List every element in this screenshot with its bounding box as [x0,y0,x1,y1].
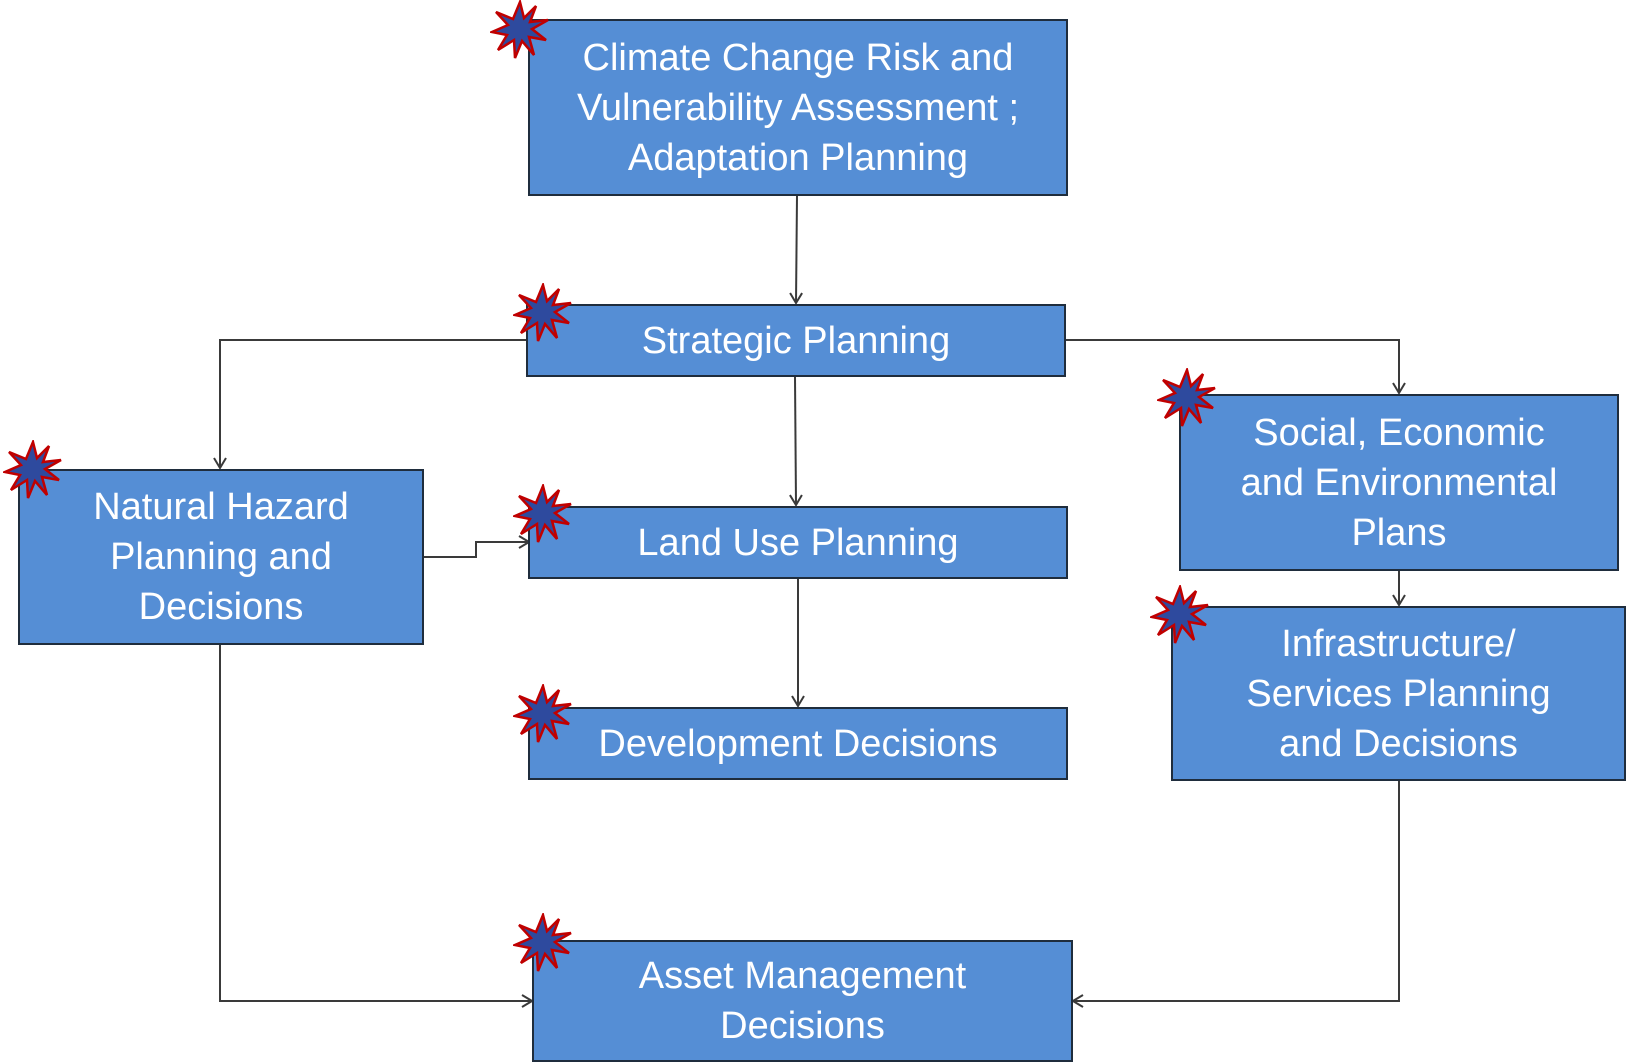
edge-natural-to-landuse [424,542,529,558]
edge-strategic-to-landuse [795,376,796,505]
starburst-icon [513,913,572,972]
node-land-use-planning: Land Use Planning [528,506,1068,579]
edge-natural-to-asset [219,645,532,1001]
node-asset-management: Asset Management Decisions [532,940,1073,1062]
starburst-icon [1150,585,1209,644]
node-social-economic-environmental: Social, Economic and Environmental Plans [1179,394,1619,571]
node-strategic-planning: Strategic Planning [526,304,1066,377]
edge-infra-to-asset [1073,781,1400,1001]
starburst-icon [490,0,549,59]
starburst-icon [1157,368,1216,427]
starburst-icon [3,440,62,499]
edge-strategic-to-social [1066,339,1399,393]
edge-strategic-to-natural [220,339,526,468]
node-infrastructure-services: Infrastructure/ Services Planning and De… [1171,606,1626,781]
starburst-icon [513,684,572,743]
edge-climate-to-strategic [796,195,797,303]
node-climate-change-risk: Climate Change Risk and Vulnerability As… [528,19,1068,196]
node-natural-hazard: Natural Hazard Planning and Decisions [18,469,424,645]
starburst-icon [513,283,572,342]
starburst-icon [513,484,572,543]
node-development-decisions: Development Decisions [528,707,1068,780]
